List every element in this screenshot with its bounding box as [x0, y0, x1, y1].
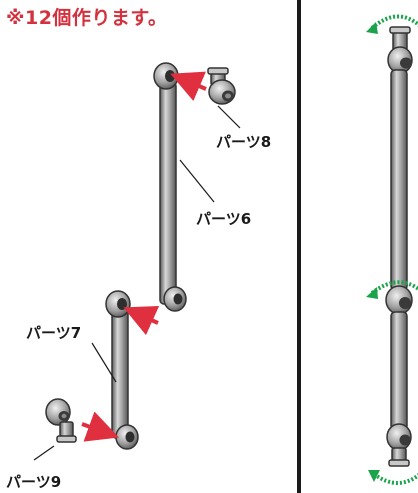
- label-part6: パーツ6: [196, 210, 252, 228]
- insert-arrow-part8: [170, 71, 207, 102]
- label-part8: パーツ8: [216, 133, 272, 151]
- quantity-note: ※12個作ります。: [6, 7, 168, 29]
- label-part9: パーツ9: [6, 473, 62, 491]
- insert-arrow-part6: [123, 305, 160, 336]
- part7-rod: [105, 290, 139, 450]
- label-part7: パーツ7: [26, 324, 82, 342]
- rotation-arrow-bottom: [372, 472, 418, 485]
- part9-joint: [45, 398, 77, 443]
- part8-joint: [207, 67, 236, 105]
- rotation-arrowhead-top: [366, 22, 378, 34]
- rotation-arrowhead-bottom: [368, 470, 380, 482]
- part6-rod: [153, 62, 187, 312]
- insert-arrow-part9: [81, 411, 120, 442]
- section-divider: [297, 0, 301, 493]
- assembled-leg: [385, 26, 413, 467]
- rotation-arrowhead-middle: [366, 287, 378, 299]
